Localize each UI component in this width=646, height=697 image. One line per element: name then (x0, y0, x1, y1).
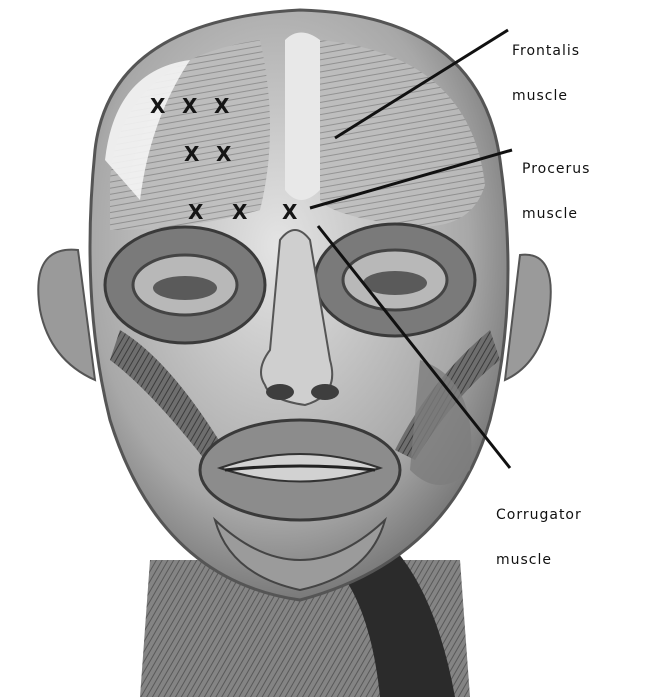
left-ear (38, 250, 95, 380)
right-ear (505, 255, 551, 380)
frontalis-label: Frontalis muscle (512, 14, 580, 134)
injection-site-marker: X (182, 96, 197, 116)
procerus-label: Procerus muscle (522, 132, 590, 252)
injection-site-marker: X (282, 202, 297, 222)
injection-site-marker: X (214, 96, 229, 116)
injection-site-marker: X (184, 144, 199, 164)
injection-site-marker: X (188, 202, 203, 222)
injection-site-marker: X (150, 96, 165, 116)
corrugator-label-line2: muscle (496, 553, 582, 568)
procerus-label-line2: muscle (522, 207, 590, 222)
injection-site-marker: X (216, 144, 231, 164)
galea-highlight (285, 33, 320, 201)
frontalis-label-line1: Frontalis (512, 44, 580, 59)
frontalis-label-line2: muscle (512, 89, 580, 104)
injection-site-marker: X (232, 202, 247, 222)
corrugator-label-line1: Corrugator (496, 508, 582, 523)
corrugator-label: Corrugator muscle (496, 478, 582, 598)
procerus-label-line1: Procerus (522, 162, 590, 177)
